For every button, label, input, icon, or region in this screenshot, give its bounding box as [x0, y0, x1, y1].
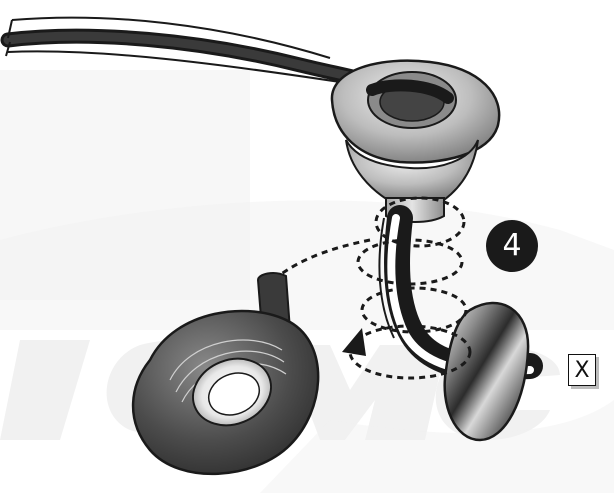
background-watermark — [0, 70, 614, 493]
step-number-badge: 4 — [486, 220, 538, 272]
close-button[interactable]: X — [568, 354, 596, 386]
rotation-arrow-icon — [342, 328, 366, 356]
